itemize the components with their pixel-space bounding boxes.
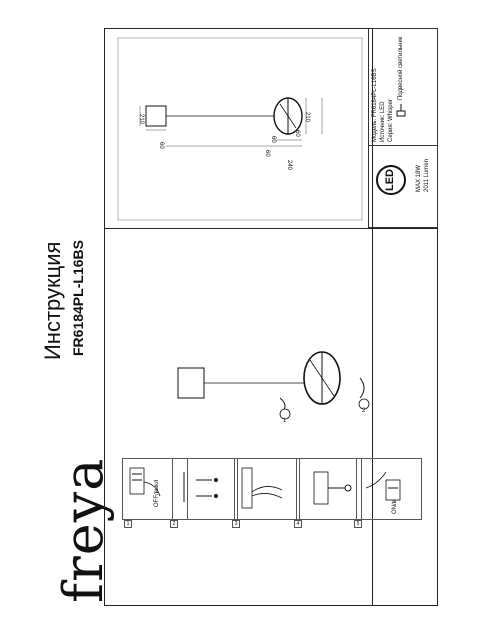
step-panel-4 [296, 458, 362, 520]
step-panel-5 [356, 458, 422, 520]
step-number-4: 4 [294, 520, 302, 528]
rotation-mark-1: 1 [283, 418, 287, 424]
installation-drawing [177, 351, 370, 420]
spec-lumens: 2011 Lumen [424, 159, 430, 192]
info-model: Модель: FR6184PL-L16BS [372, 68, 378, 142]
step-panel-2 [172, 458, 238, 520]
pendant-type-icon [396, 104, 406, 117]
instruction-frame [104, 28, 438, 606]
spec-box-divider [368, 145, 438, 146]
dim-lamp-height: 210 [304, 112, 310, 123]
step-panel-3 [234, 458, 300, 520]
step-number-3: 3 [232, 520, 240, 528]
horizontal-divider [104, 228, 438, 229]
dim-total-length: 240 [286, 160, 292, 171]
info-light-value: LED [380, 101, 386, 114]
info-light: Источник: LED [380, 101, 386, 142]
led-icon [376, 165, 406, 195]
document-title: Инструкция [40, 241, 65, 360]
led-badge-text: LED [384, 169, 396, 191]
info-model-value: FR6184PL-L16BS [372, 68, 378, 118]
spec-power: MAX 18W [416, 164, 422, 192]
lamp-attach-icon [313, 471, 352, 505]
info-series-value: Whisper [388, 99, 394, 122]
switch-on-icon [365, 471, 401, 501]
info-light-label: Источник: [380, 114, 386, 142]
step-number-5: 5 [354, 520, 362, 528]
step-number-2: 2 [170, 520, 178, 528]
spec-box [368, 28, 438, 228]
info-series: Серия: Whisper [388, 99, 394, 142]
model-code: FR6184PL-L16BS [70, 240, 86, 356]
mounting-plate-icon [183, 472, 218, 502]
dim-extra: 60 [264, 150, 270, 157]
dim-canopy-width: 60 [158, 142, 164, 149]
info-model-label: Модель: [372, 118, 378, 142]
step-number-1: 1 [124, 520, 132, 528]
wiring-icon [241, 467, 283, 509]
dim-canopy-height: 210 [138, 114, 144, 125]
info-series-label: Серия: [388, 122, 394, 142]
step-panel-1 [122, 458, 188, 520]
dim-lamp-depth: 60 [270, 136, 276, 143]
dimension-drawing [117, 37, 363, 221]
info-type: Подвесной светильник [398, 36, 404, 100]
rotation-mark-2: 2 [362, 408, 366, 414]
vertical-divider [372, 28, 373, 606]
switch-hand-icon [129, 467, 161, 497]
dim-lamp-width: 60 [294, 130, 300, 137]
